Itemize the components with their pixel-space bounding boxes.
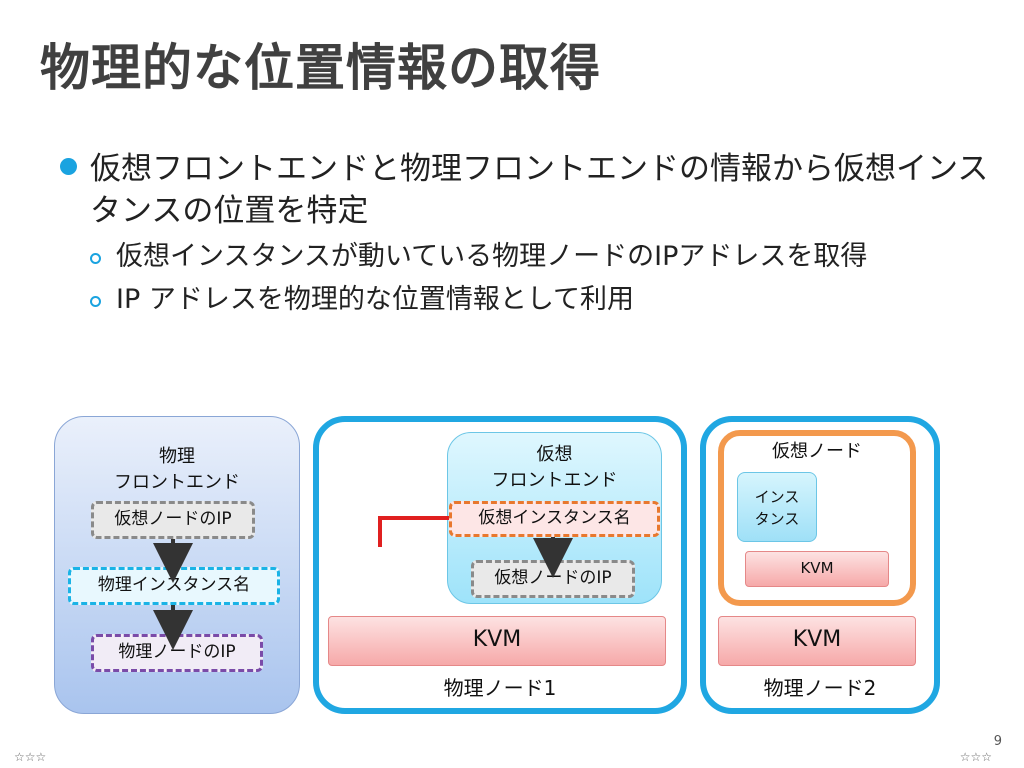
node1-kvm: KVM	[328, 616, 666, 666]
physical-frontend-title-line2: フロントエンド	[114, 472, 240, 493]
physical-frontend-title: 物理 フロントエンド	[54, 444, 300, 496]
bullet-dot-icon	[60, 158, 77, 175]
vfe-virtual-node-ip: 仮想ノードのIP	[471, 560, 635, 598]
bullet-level2-item: IP アドレスを物理的な位置情報として利用	[60, 281, 1000, 318]
virtual-node-title: 仮想ノード	[772, 441, 862, 462]
footer-left: ☆☆☆	[14, 750, 47, 764]
bullet-list: 仮想フロントエンドと物理フロントエンドの情報から仮想インスタンスの位置を特定 仮…	[60, 148, 1000, 318]
node2-kvm: KVM	[718, 616, 916, 666]
virtual-frontend-title: 仮想 フロントエンド	[447, 442, 662, 494]
pfe-physical-instance-name: 物理インスタンス名	[68, 567, 280, 605]
instance-line2: タンス	[754, 510, 800, 528]
slide-title: 物理的な位置情報の取得	[40, 39, 601, 97]
pfe-physical-node-ip: 物理ノードのIP	[91, 634, 263, 672]
node1-label: 物理ノード1	[443, 676, 557, 700]
bullet-level1: 仮想フロントエンドと物理フロントエンドの情報から仮想インスタンスの位置を特定	[60, 148, 1000, 232]
vfe-virtual-instance-name: 仮想インスタンス名	[449, 501, 660, 537]
footer-right: ☆☆☆	[959, 750, 992, 764]
bullet-level1-text: 仮想フロントエンドと物理フロントエンドの情報から仮想インスタンスの位置を特定	[90, 151, 989, 229]
bullet-ring-icon	[90, 296, 101, 307]
bullet-level2-text: IP アドレスを物理的な位置情報として利用	[116, 284, 635, 315]
bullet-level2-text: 仮想インスタンスが動いている物理ノードのIPアドレスを取得	[116, 241, 868, 272]
virtual-node-kvm: KVM	[745, 551, 889, 587]
pfe-virtual-node-ip: 仮想ノードのIP	[91, 501, 255, 539]
instance-box: インス タンス	[737, 472, 817, 542]
physical-frontend-title-line1: 物理	[159, 446, 195, 467]
instance-line1: インス	[754, 488, 800, 506]
bullet-ring-icon	[90, 253, 101, 264]
node2-label: 物理ノード2	[763, 676, 877, 700]
virtual-frontend-title-line1: 仮想	[536, 444, 573, 465]
page-number: 9	[993, 734, 1002, 749]
virtual-frontend-title-line2: フロントエンド	[491, 470, 618, 491]
bullet-level2-item: 仮想インスタンスが動いている物理ノードのIPアドレスを取得	[60, 238, 1000, 275]
